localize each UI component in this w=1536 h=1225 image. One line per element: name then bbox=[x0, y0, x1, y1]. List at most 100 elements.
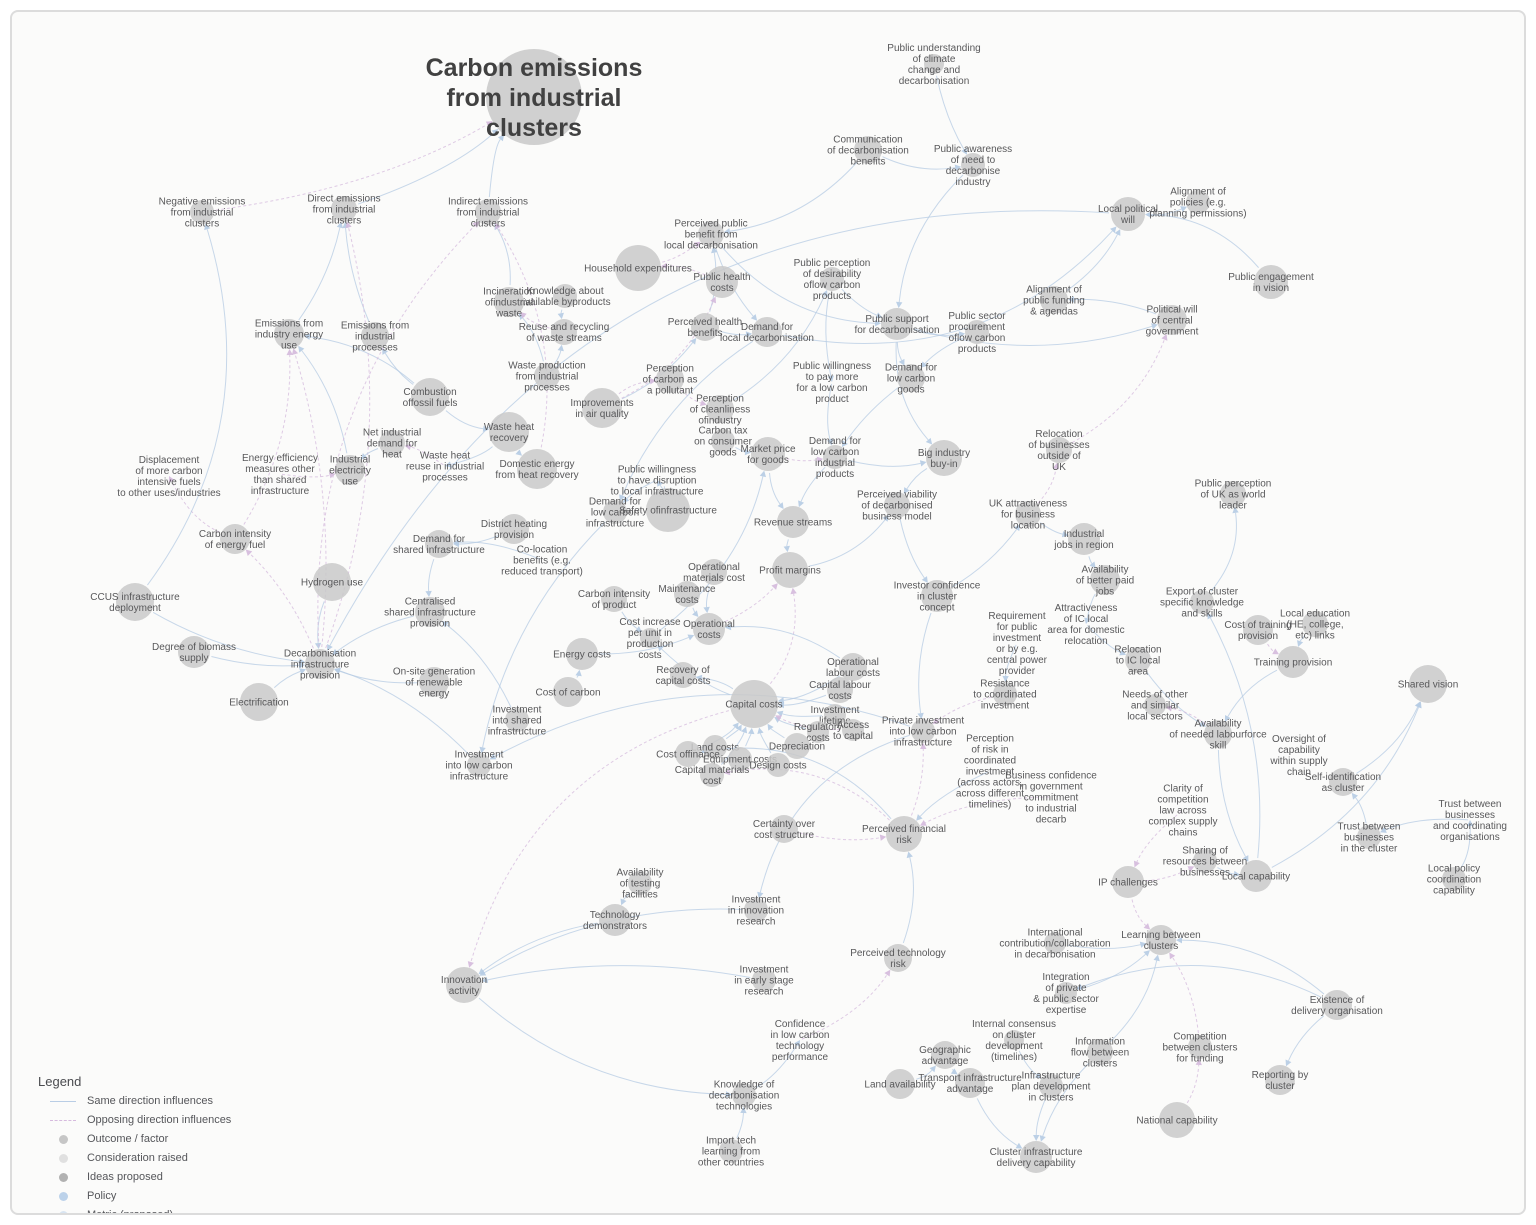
diagram-node-dsc[interactable]: Design costs bbox=[749, 753, 807, 777]
diagram-node-cap[interactable]: Capital costs bbox=[725, 680, 783, 728]
diagram-node-pm[interactable]: Profit margins bbox=[759, 552, 821, 588]
diagram-node-dpr[interactable]: Depreciation bbox=[769, 733, 825, 759]
diagram-node-hu[interactable]: Hydrogen use bbox=[301, 563, 364, 601]
diagram-node-lc[interactable]: Local capability bbox=[1222, 860, 1290, 892]
diagram-node-coc[interactable]: Cost of carbon bbox=[535, 677, 601, 707]
diagram-node-lac[interactable]: Land costs bbox=[691, 735, 739, 759]
diagram-node-sv[interactable]: Shared vision bbox=[1398, 665, 1459, 703]
diagram-node-ec[interactable]: Energy costs bbox=[553, 638, 611, 670]
diagram-node-ipc[interactable]: IP challenges bbox=[1098, 866, 1158, 898]
diagram-node-tp[interactable]: Training provision bbox=[1254, 646, 1333, 678]
diagram-node-sfi[interactable]: Safety ofinfrastructure bbox=[619, 488, 717, 532]
diagram-node-nc[interactable]: National capability bbox=[1136, 1102, 1218, 1138]
